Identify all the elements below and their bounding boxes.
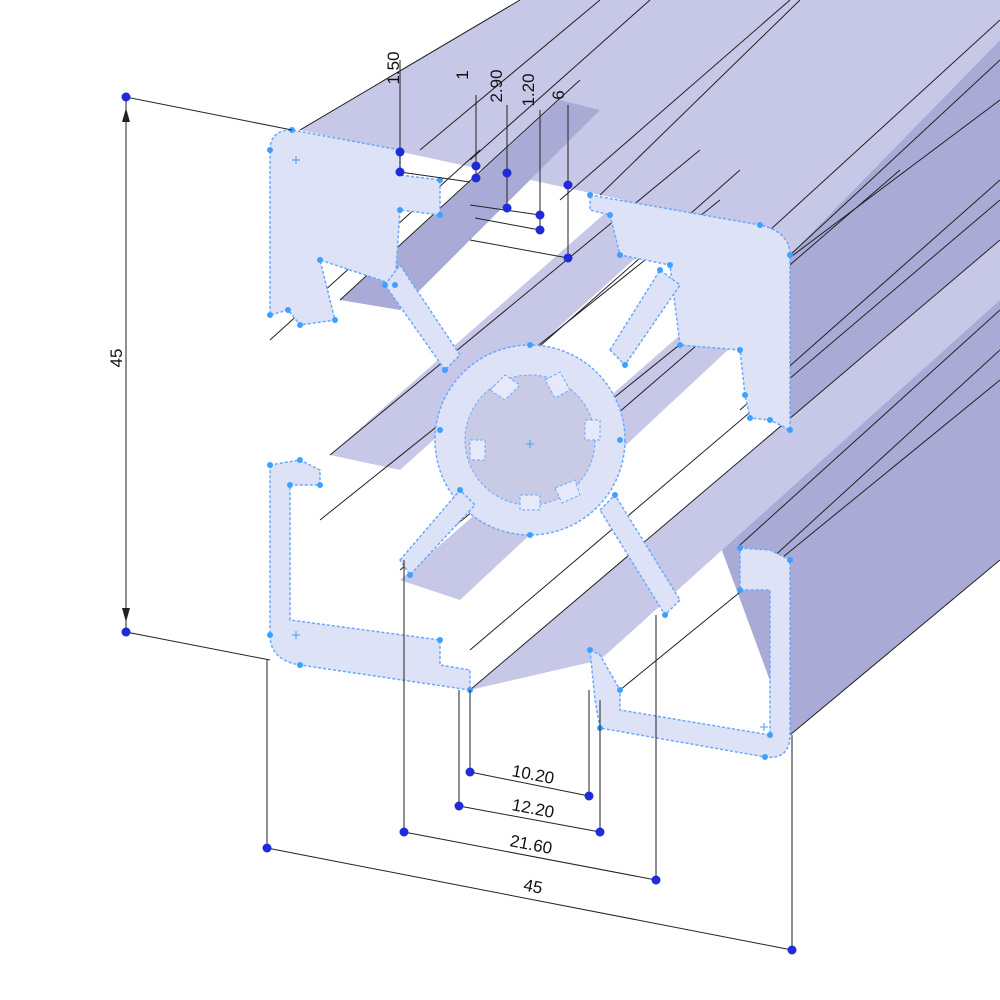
vertex-markers	[267, 127, 793, 760]
dim-lip-4: 6	[549, 90, 568, 99]
dimension-endpoints	[121, 92, 797, 955]
dim-slot-lip: 12.20	[510, 795, 555, 822]
extrusion-body	[269, 0, 1000, 736]
dim-width-overall: 45	[522, 875, 544, 897]
dimension-lines	[122, 97, 793, 951]
dim-slot-outer: 21.60	[508, 831, 553, 858]
dim-lip-1: 1	[453, 70, 472, 79]
dim-lip-3: 1.20	[519, 73, 538, 106]
profile-cross-section	[269, 129, 791, 759]
dim-lip-2: 2.90	[487, 69, 506, 102]
dim-slot-inner: 10.20	[510, 761, 555, 788]
origin-marks	[292, 156, 768, 731]
dim-wall-top: 1.50	[384, 51, 403, 84]
dim-height-overall: 45	[107, 349, 126, 368]
extension-lines	[125, 60, 793, 950]
